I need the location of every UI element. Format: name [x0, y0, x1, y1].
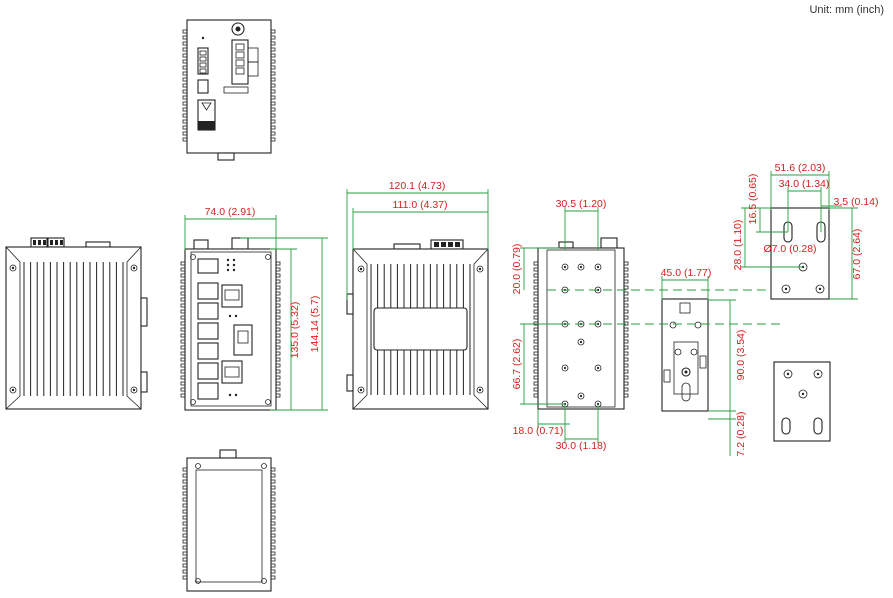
dim-plate-edge: 3.5 (0.14) [834, 196, 879, 208]
dim-rear-top-offset: 20.0 (0.79) [511, 244, 523, 295]
dim-din-height: 90.0 (3.54) [735, 330, 747, 381]
dim-din-offset: 7.2 (0.28) [735, 412, 747, 457]
dim-plate-height: 67.0 (2.64) [851, 229, 863, 280]
din-rail-view [661, 298, 709, 412]
dim-front-width: 74.0 (2.91) [205, 206, 256, 218]
dimension-lines [184, 171, 858, 456]
dim-side-depth-body: 111.0 (4.37) [392, 199, 447, 211]
dim-plate-hole-diameter: Ø7.0 (0.28) [763, 243, 816, 255]
dim-front-height-body: 135.0 (5.32) [289, 302, 301, 359]
side-view-right [346, 239, 489, 410]
dim-rear-hole-spacing: 30.5 (1.20) [556, 198, 607, 210]
unit-label: Unit: mm (inch) [809, 4, 884, 16]
dim-din-width: 45.0 (1.77) [661, 267, 712, 279]
front-view [180, 237, 281, 411]
dim-plate-slot-offset: 28.0 (1.10) [732, 220, 744, 271]
dim-rear-bottom-left: 18.0 (0.71) [513, 425, 564, 437]
bottom-view [182, 449, 276, 592]
side-view-left [5, 237, 148, 410]
dim-side-depth-total: 120.1 (4.73) [389, 180, 446, 192]
dim-plate-slot-top: 16.5 (0.65) [747, 174, 759, 225]
dim-rear-hole-vertical: 66.7 (2.62) [511, 339, 523, 390]
wall-plate-bottom [773, 361, 831, 442]
top-view [182, 19, 276, 161]
dim-rear-bottom-width: 30.0 (1.18) [556, 440, 607, 452]
dim-plate-hole-spacing: 34.0 (1.34) [779, 178, 830, 190]
dimension-labels: 74.0 (2.91) 135.0 (5.32) 144.14 (5.7) 12… [205, 162, 879, 456]
dim-front-height-total: 144.14 (5.7) [309, 296, 321, 353]
dim-plate-width: 51.6 (2.03) [775, 162, 826, 174]
rear-view [533, 237, 629, 410]
